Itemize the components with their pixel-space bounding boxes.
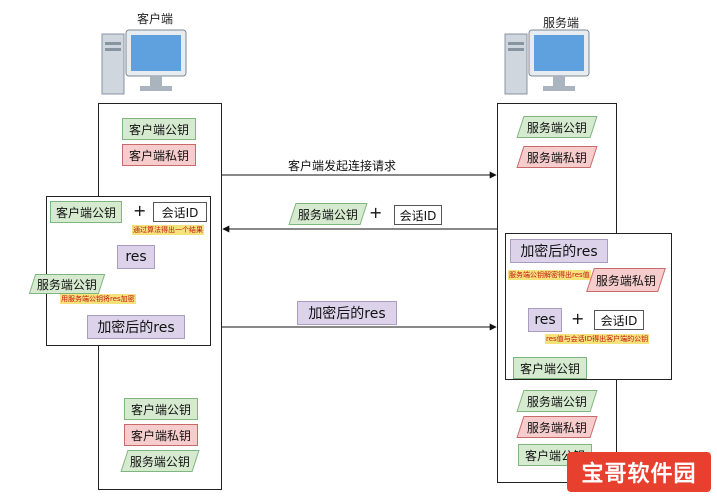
connect-request-label: 客户端发起连接请求 <box>288 159 397 173</box>
client-note-algo: 通过算法得出一个结果 <box>132 225 204 235</box>
server-pc-icon <box>503 28 593 98</box>
client-note-encrypt: 用服务端公钥将res加密 <box>60 294 136 304</box>
server-process-res: res <box>528 308 562 332</box>
server-public-key: 服务端公钥 <box>516 116 598 138</box>
server-reply-key: 服务端公钥 <box>288 203 368 225</box>
server-bottom-private-key: 服务端私钥 <box>516 416 598 438</box>
client-process-public-key: 客户端公钥 <box>50 201 122 223</box>
client-public-key: 客户端公钥 <box>122 118 196 140</box>
server-process-private-key: 服务端私钥 <box>586 268 666 292</box>
client-title: 客户端 <box>137 12 174 26</box>
server-process-plus: + <box>571 309 585 328</box>
client-private-key: 客户端私钥 <box>122 144 196 166</box>
server-reply-session: 会话ID <box>394 205 442 225</box>
watermark-logo: 宝哥软件园 <box>567 452 711 492</box>
server-private-key: 服务端私钥 <box>516 146 598 168</box>
client-bottom-server-key: 服务端公钥 <box>120 450 200 472</box>
client-bottom-public-key: 客户端公钥 <box>124 398 198 420</box>
client-process-server-key: 服务端公钥 <box>28 274 106 294</box>
client-bottom-private-key: 客户端私钥 <box>124 424 198 446</box>
client-process-session-id: 会话ID <box>153 202 207 222</box>
server-bottom-public-key: 服务端公钥 <box>516 390 598 412</box>
server-process-session-id: 会话ID <box>594 310 644 330</box>
encrypted-res-label: 加密后的res <box>297 301 397 325</box>
client-process-encrypted: 加密后的res <box>87 315 185 339</box>
server-note-derive: res值与会话ID得出客户端的公钥 <box>545 334 650 344</box>
client-pc-icon <box>100 28 190 98</box>
server-process-client-key: 客户端公钥 <box>513 357 587 379</box>
plus-sign: + <box>369 203 383 222</box>
server-note-decrypt: 服务端公钥解密得出res值 <box>508 270 591 280</box>
server-process-encrypted: 加密后的res <box>510 239 608 263</box>
server-title: 服务端 <box>543 16 580 30</box>
client-process-plus: + <box>133 201 147 220</box>
client-process-res: res <box>117 245 155 269</box>
